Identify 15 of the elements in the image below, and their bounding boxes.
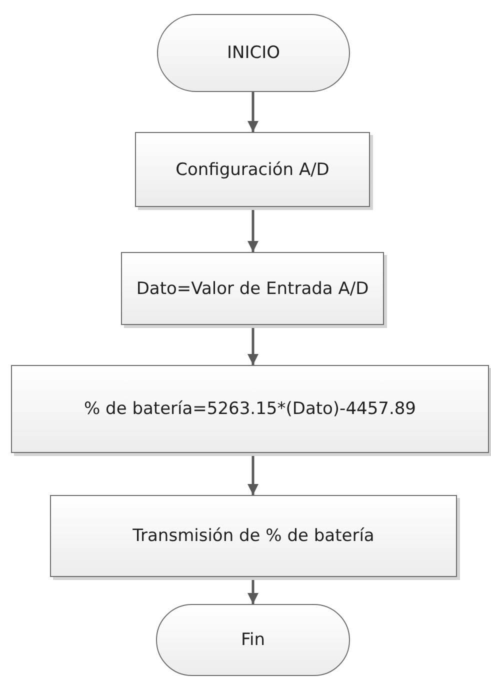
node-label: Transmisión de % de batería — [132, 526, 376, 546]
process-box — [11, 365, 489, 453]
process-box — [135, 132, 370, 207]
node-label: % de batería=5263.15*(Dato)-4457.89 — [83, 399, 417, 419]
node-label: Configuración A/D — [174, 160, 330, 180]
process-box — [121, 252, 384, 325]
arrow — [247, 207, 259, 252]
arrow — [247, 577, 259, 604]
arrow — [247, 325, 259, 365]
arrow — [247, 92, 259, 132]
node-label: Dato=Valor de Entrada A/D — [135, 278, 370, 298]
node-label: Fin — [240, 630, 266, 650]
arrow — [247, 453, 259, 495]
node-label: INICIO — [226, 43, 281, 63]
process-box — [50, 495, 457, 577]
